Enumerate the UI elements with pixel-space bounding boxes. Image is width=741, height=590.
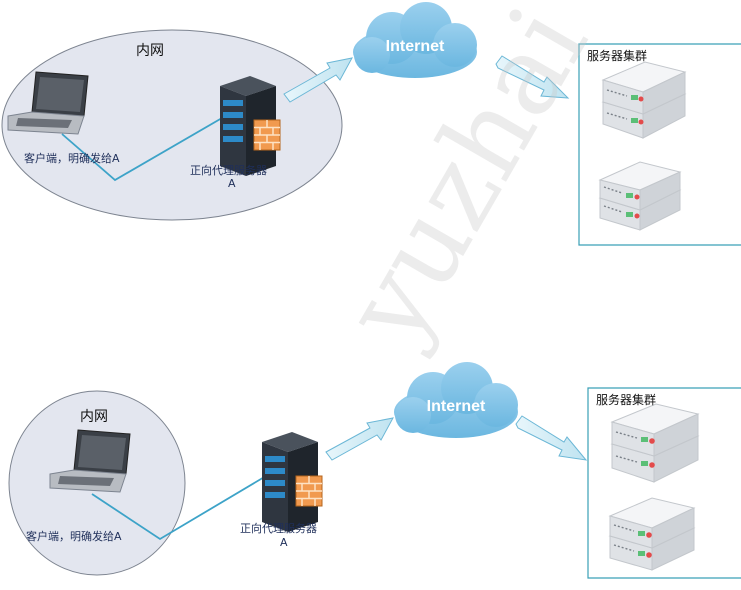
rack-server-icon (601, 61, 687, 139)
proxy-label-suffix: A (228, 177, 236, 190)
network-link-top (61, 117, 223, 182)
cluster-box-bottom (587, 387, 741, 579)
arrow-to-internet-bottom (325, 417, 394, 461)
diagram-top (1, 2, 741, 246)
zone-label: 内网 (136, 43, 164, 59)
internet-cloud-bottom (394, 362, 518, 438)
rack-server-icon (598, 161, 682, 231)
rack-server-icon (608, 497, 696, 571)
laptop-icon (7, 71, 89, 135)
proxy-server-icon (262, 432, 323, 532)
firewall-icon (253, 119, 281, 151)
cluster-box-top (578, 43, 741, 246)
network-link-bottom (91, 475, 267, 541)
proxy-label-suffix: A (280, 536, 288, 549)
arrow-to-cluster-top (495, 55, 570, 99)
laptop-icon (49, 429, 131, 493)
diagram-bottom (8, 362, 741, 579)
firewall-icon (295, 475, 323, 507)
proxy-label: 正向代理服务器 (240, 522, 317, 535)
cluster-title: 服务器集群 (596, 393, 657, 407)
internet-cloud-top (353, 2, 477, 78)
client-label: 客户端，明确发给A (24, 152, 120, 165)
client-label: 客户端，明确发给A (26, 530, 122, 543)
internet-label: Internet (426, 398, 486, 415)
arrow-to-cluster-bottom (515, 415, 588, 461)
proxy-server-icon (220, 76, 281, 176)
internet-label: Internet (385, 38, 445, 55)
rack-server-icon (610, 403, 700, 483)
cluster-title: 服务器集群 (587, 49, 648, 63)
zone-label: 内网 (80, 409, 108, 425)
proxy-label: 正向代理服务器 (190, 164, 267, 177)
arrow-to-internet-top (283, 57, 353, 103)
